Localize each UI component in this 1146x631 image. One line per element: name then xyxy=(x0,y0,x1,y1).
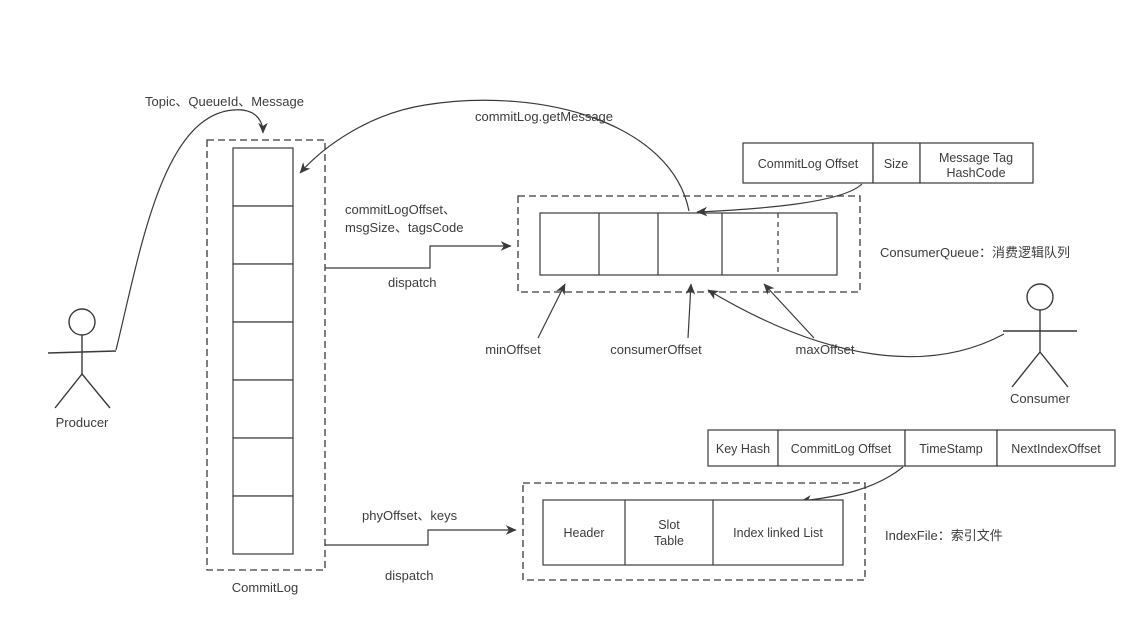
indexfile-header-cell: Header xyxy=(564,526,605,540)
cq-record-commitlog-offset: CommitLog Offset xyxy=(758,157,859,171)
index-record-key-hash: Key Hash xyxy=(716,442,770,456)
indexfile-row xyxy=(542,499,844,566)
commitlog-cell xyxy=(232,437,294,497)
commitlog-cell xyxy=(232,147,294,207)
dispatch-args-line2: msgSize、tagsCode xyxy=(345,220,464,235)
index-record-table: Key Hash CommitLog Offset TimeStamp Next… xyxy=(707,429,1116,467)
producer-head xyxy=(68,308,96,336)
dispatch-top-arrow xyxy=(325,241,512,269)
dispatch-top-label: dispatch xyxy=(388,275,436,290)
cq-record-size: Size xyxy=(884,157,908,171)
indexfile-dashed-box xyxy=(522,482,866,581)
min-offset-label: minOffset xyxy=(485,342,541,357)
indexfile-container: Header Slot Table Index linked List Inde… xyxy=(522,482,1003,581)
cq-record-to-queue-arrow xyxy=(696,183,863,217)
cq-record-table: CommitLog Offset Size Message Tag HashCo… xyxy=(742,142,1034,184)
indexfile-slot-line1: Slot xyxy=(658,518,680,532)
index-record-next-index-offset: NextIndexOffset xyxy=(1011,442,1101,456)
indexfile-slot-line2: Table xyxy=(654,534,684,548)
index-record-cell xyxy=(904,429,998,467)
consumer-offset-arrow xyxy=(685,283,696,339)
getmessage-arrow xyxy=(299,99,690,212)
index-record-cell xyxy=(777,429,906,467)
commitlog-cell xyxy=(232,263,294,323)
index-record-cell xyxy=(707,429,779,467)
producer-leg-left xyxy=(54,373,83,409)
get-message-label: commitLog.getMessage xyxy=(475,109,613,124)
indexfile-index-list-cell: Index linked List xyxy=(733,526,823,540)
index-record-timestamp: TimeStamp xyxy=(919,442,982,456)
producer-to-commitlog-arrow xyxy=(115,109,268,351)
producer-figure: Producer xyxy=(47,308,117,430)
consumer-leg-left xyxy=(1011,351,1041,388)
topic-queueid-message-label: Topic、QueueId、Message xyxy=(145,94,304,109)
consumer-label: Consumer xyxy=(1010,391,1071,406)
dispatch-args-line1: commitLogOffset、 xyxy=(345,202,456,217)
cq-record-cell xyxy=(872,142,921,184)
cq-record-tag-line1: Message Tag xyxy=(939,151,1013,165)
index-record-commitlog-offset: CommitLog Offset xyxy=(791,442,892,456)
commitlog-cell xyxy=(232,379,294,439)
commitlog-label: CommitLog xyxy=(232,580,298,595)
phyoffset-keys-label: phyOffset、keys xyxy=(362,508,458,523)
consumer-head xyxy=(1026,283,1054,311)
consumer-to-queue-arrow xyxy=(707,289,1005,358)
producer-arms xyxy=(47,350,117,354)
consumerqueue-label: ConsumerQueue：消费逻辑队列 xyxy=(880,245,1070,260)
consumer-leg-right xyxy=(1039,351,1069,388)
cq-record-cell xyxy=(742,142,874,184)
cq-record-cell xyxy=(919,142,1034,184)
producer-label: Producer xyxy=(56,415,109,430)
commitlog-cell xyxy=(232,321,294,381)
consumerqueue-container: ConsumerQueue：消费逻辑队列 xyxy=(517,195,1070,293)
index-record-cell xyxy=(996,429,1116,467)
min-offset-arrow xyxy=(537,283,566,339)
cq-record-tag-line2: HashCode xyxy=(946,166,1005,180)
indexfile-label: IndexFile：索引文件 xyxy=(885,528,1003,543)
consumer-figure: Consumer xyxy=(1003,283,1077,406)
producer-leg-right xyxy=(81,373,111,409)
consumer-offset-label: consumerOffset xyxy=(610,342,702,357)
index-record-to-indexfile-arrow xyxy=(800,466,904,505)
commitlog-container: CommitLog xyxy=(206,139,326,595)
commitlog-cell xyxy=(232,495,294,555)
max-offset-label: maxOffset xyxy=(795,342,854,357)
max-offset-arrow xyxy=(763,283,815,339)
commitlog-cell xyxy=(232,205,294,265)
dispatch-bottom-label: dispatch xyxy=(385,568,433,583)
commitlog-dashed-box xyxy=(206,139,326,571)
consumerqueue-row xyxy=(539,212,838,276)
dispatch-bottom-arrow xyxy=(325,525,517,546)
